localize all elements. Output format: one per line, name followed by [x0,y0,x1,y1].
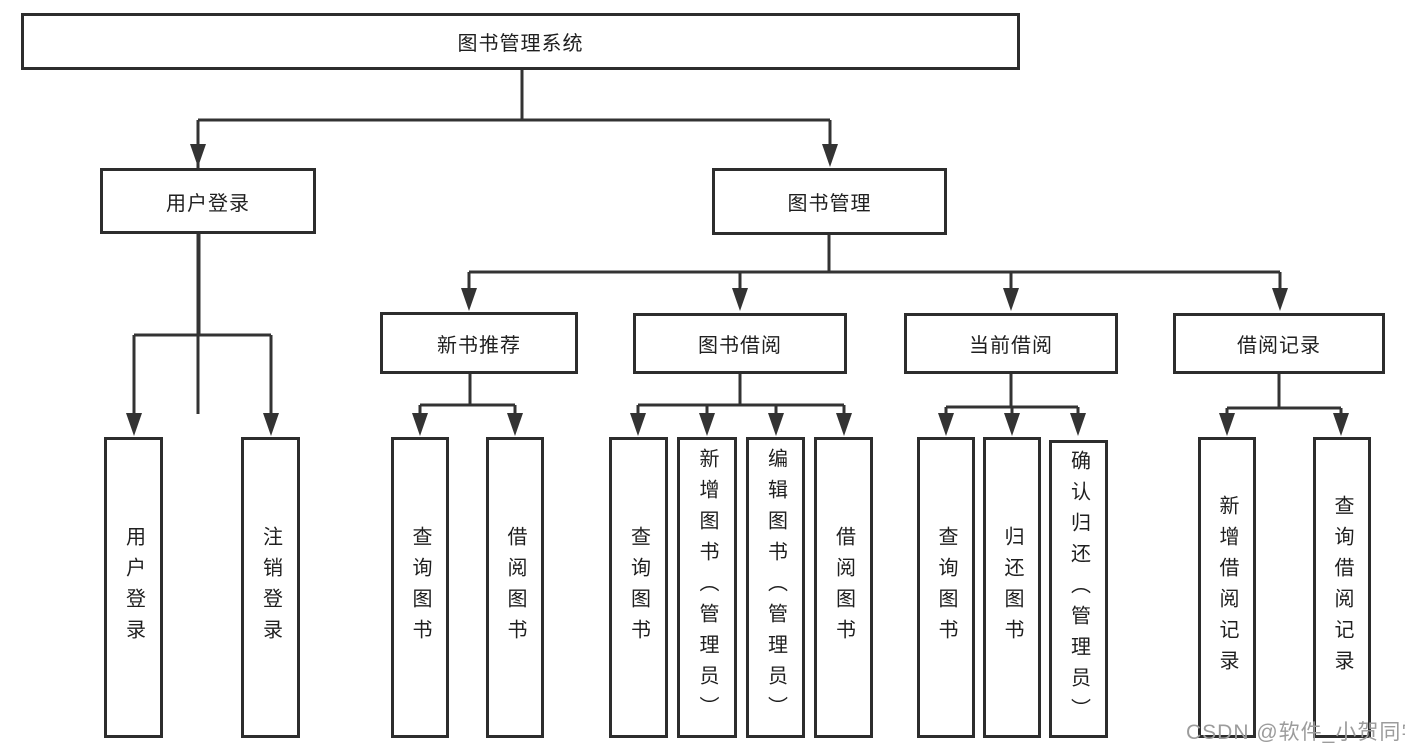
node-book-borrow: 图书借阅 [633,313,847,374]
arrow-icon [1333,413,1349,436]
leaf-label: 归还图书 [1001,525,1023,650]
arrow-icon [1004,413,1020,436]
arrow-icon [699,413,715,436]
leaf-confirm-return-admin: 确认归还（管理员） [1049,440,1108,738]
leaf-label: 借阅图书 [504,525,526,650]
leaf-label: 新增图书（管理员） [696,448,718,727]
arrow-icon [126,413,142,436]
node-root-label: 图书管理系统 [457,33,584,55]
connector-root [196,69,832,414]
leaf-query-borrow-record: 查询借阅记录 [1313,437,1371,738]
connector-borrow-records [1225,374,1343,415]
arrow-icon [1003,288,1019,311]
leaf-logout: 注销登录 [241,437,300,738]
connector-book-mgmt [467,235,1282,290]
leaf-edit-book-admin: 编辑图书（管理员） [746,437,805,738]
arrow-icon [732,288,748,311]
watermark: CSDN @软件_小贺同学 [1186,721,1405,744]
leaf-query-books-borrow: 查询图书 [609,437,668,738]
node-user-login: 用户登录 [100,168,316,234]
arrow-icon [768,413,784,436]
arrow-icon [1070,413,1086,436]
leaf-label: 查询借阅记录 [1331,494,1353,681]
leaf-label: 查询图书 [409,525,431,650]
connector-book-borrow [636,374,846,414]
connector-user-login [132,234,273,414]
arrow-icon [263,413,279,436]
arrow-icon [507,413,523,436]
leaf-logout-label: 注销登录 [259,525,282,650]
node-borrow-records: 借阅记录 [1173,313,1385,374]
node-borrow-records-label: 借阅记录 [1237,335,1321,357]
leaf-label: 确认归还（管理员） [1067,449,1090,729]
leaf-label: 借阅图书 [832,525,855,650]
node-book-borrow-label: 图书借阅 [698,335,782,357]
arrow-icon [412,413,428,436]
connector-current-borrow [944,374,1080,415]
arrow-icon [822,144,838,167]
node-root: 图书管理系统 [21,13,1020,70]
node-current-borrow-label: 当前借阅 [969,335,1053,357]
arrow-icon [630,413,646,436]
node-book-mgmt: 图书管理 [712,168,947,235]
leaf-user-login: 用户登录 [104,437,163,738]
node-new-books-label: 新书推荐 [437,334,521,357]
leaf-borrow-book: 借阅图书 [814,437,873,738]
leaf-label: 查询图书 [935,525,957,650]
node-book-mgmt-label: 图书管理 [787,193,872,215]
leaf-return-book: 归还图书 [983,437,1041,738]
node-user-login-label: 用户登录 [166,192,250,215]
leaf-borrow-books-recommend: 借阅图书 [486,437,544,738]
arrow-icon [1219,413,1235,436]
node-current-borrow: 当前借阅 [904,313,1118,374]
connector-new-books [418,373,517,414]
leaf-query-books-current: 查询图书 [917,437,975,738]
node-new-books: 新书推荐 [380,312,578,374]
leaf-add-book-admin: 新增图书（管理员） [677,437,737,738]
leaf-label: 编辑图书（管理员） [764,448,787,727]
arrow-icon [938,413,954,436]
arrow-icon [190,144,206,167]
leaf-label: 查询图书 [627,525,650,650]
arrow-icon [461,288,477,311]
leaf-add-borrow-record: 新增借阅记录 [1198,437,1256,738]
leaf-user-login-label: 用户登录 [122,525,145,650]
leaf-label: 新增借阅记录 [1216,494,1238,681]
arrow-icon [1272,288,1288,311]
arrow-icon [836,413,852,436]
leaf-query-books-recommend: 查询图书 [391,437,449,738]
